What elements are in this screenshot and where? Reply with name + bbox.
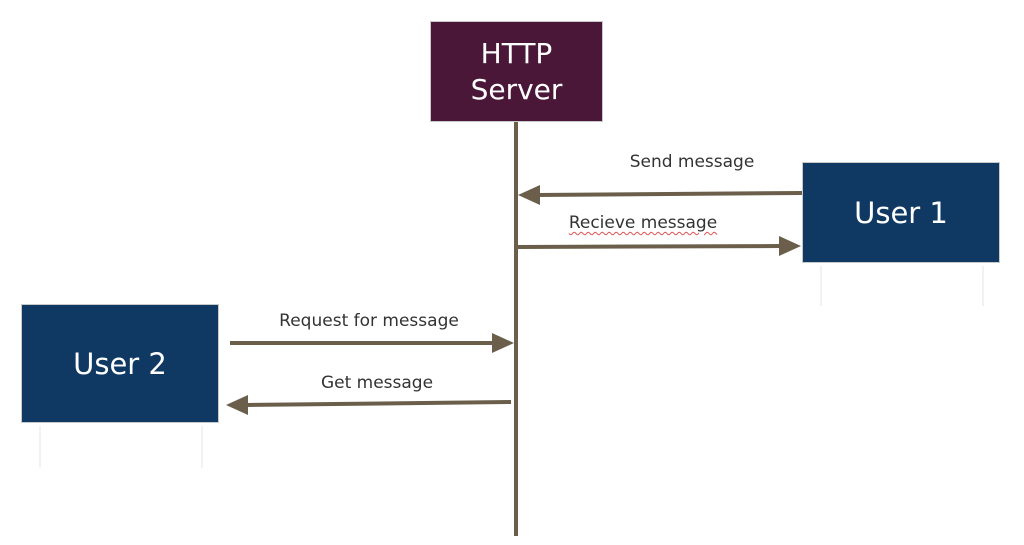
receive-message-label: Recieve message — [568, 213, 718, 233]
get-message-arrowhead — [226, 395, 248, 415]
receive-message-arrowhead — [779, 236, 801, 256]
user1-box: User 1 — [802, 162, 1000, 263]
request-message-label: Request for message — [279, 311, 459, 331]
send-message-arrow-line — [535, 191, 803, 197]
send-message-label: Send message — [629, 152, 755, 172]
get-message-label: Get message — [320, 373, 434, 393]
receive-message-arrow-line — [517, 244, 783, 249]
request-message-arrowhead — [492, 333, 514, 353]
get-message-arrow-line — [245, 400, 512, 407]
user2-box: User 2 — [21, 304, 219, 423]
send-message-arrowhead — [518, 185, 540, 205]
http-server-box: HTTP Server — [430, 21, 603, 122]
